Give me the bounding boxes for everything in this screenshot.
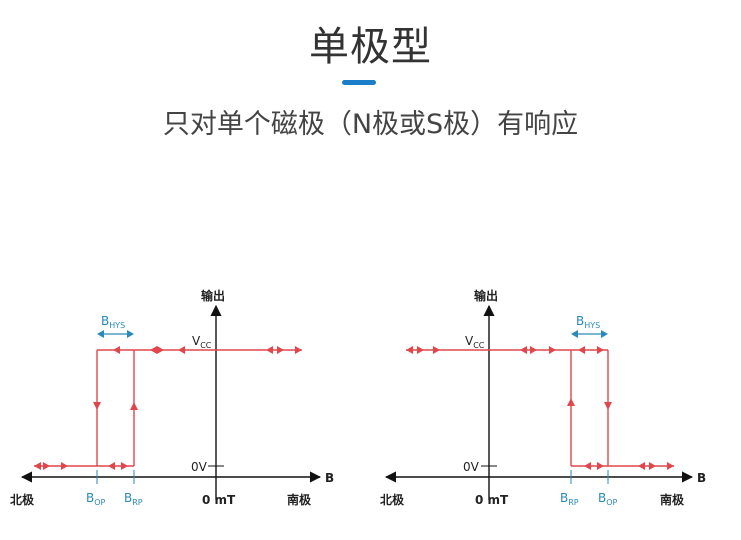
zero-mt-label: 0 mT — [202, 493, 236, 507]
hys-arrow — [571, 330, 608, 338]
zero-v-label: 0V — [191, 460, 208, 474]
output-curve — [34, 349, 302, 467]
diagram-right: 输出 B VCC 0V BHYS 北极 BRP BOP 0 mT 南极 — [380, 288, 706, 507]
right-pole-label: 南极 — [287, 492, 312, 507]
left-pole-label: 北极 — [10, 492, 35, 507]
direction-arrows — [406, 346, 674, 470]
page-title: 单极型 — [309, 24, 432, 70]
vcc-label: VCC — [192, 334, 212, 350]
x-axis-label: B — [325, 471, 334, 485]
left-pole-label: 北极 — [380, 492, 405, 507]
threshold-right-label: BOP — [598, 491, 618, 507]
hys-arrow — [97, 330, 134, 338]
hys-label: BHYS — [101, 314, 125, 330]
hys-label: BHYS — [576, 314, 600, 330]
diagram-left: 输出 B VCC 0V BHYS 北极 BOP BRP 0 mT 南极 — [10, 288, 334, 507]
threshold-left-label: BOP — [86, 491, 106, 507]
zero-v-label: 0V — [463, 460, 480, 474]
direction-arrows — [34, 346, 302, 470]
zero-mt-label: 0 mT — [475, 493, 509, 507]
output-curve — [406, 349, 674, 467]
threshold-right-label: BRP — [124, 491, 143, 507]
output-label: 输出 — [474, 288, 498, 303]
output-label: 输出 — [201, 288, 225, 303]
threshold-left-label: BRP — [560, 491, 579, 507]
x-axis-label: B — [697, 471, 706, 485]
vcc-label: VCC — [465, 334, 485, 350]
title-accent-bar — [342, 80, 376, 85]
page-subtitle: 只对单个磁极（N极或S极）有响应 — [162, 109, 579, 140]
right-pole-label: 南极 — [660, 492, 685, 507]
